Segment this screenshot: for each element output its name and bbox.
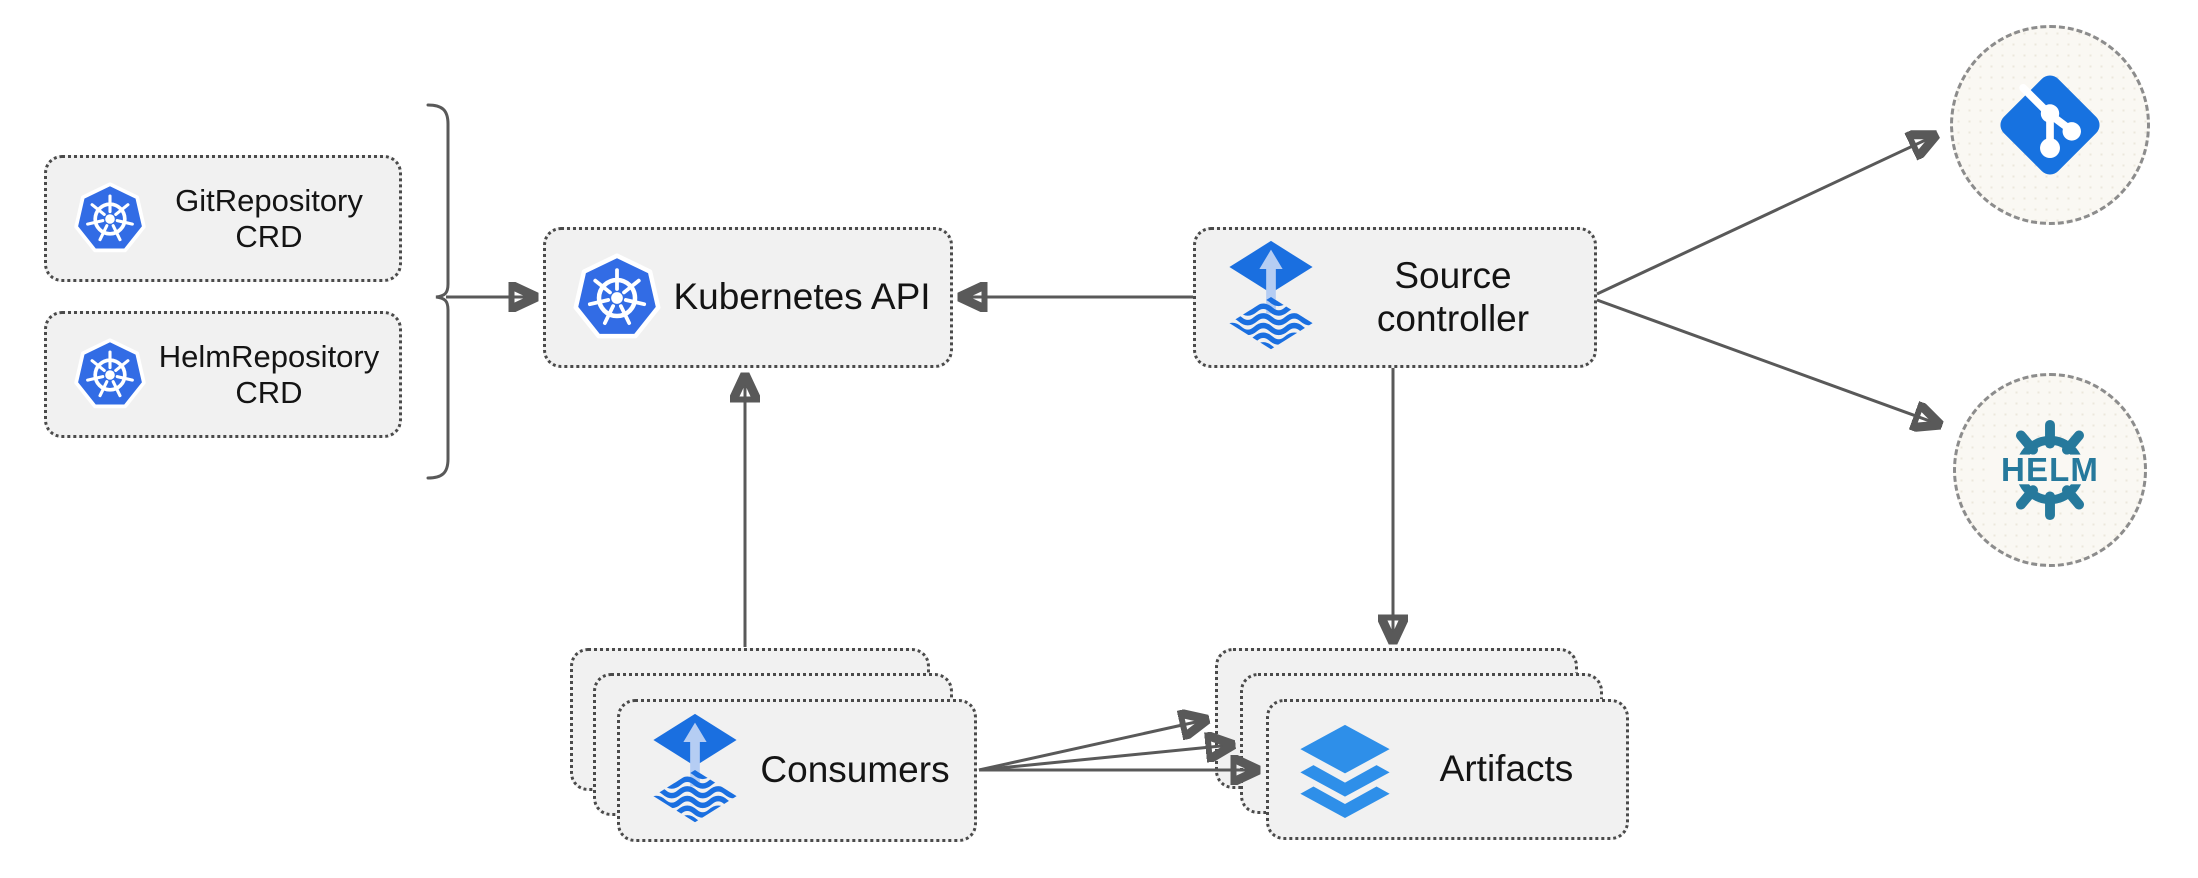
arrow-source-controller-to-git (1596, 136, 1934, 296)
node-label-artifacts: Artifacts (1405, 748, 1608, 791)
flux-icon (1229, 240, 1313, 349)
node-label-helmrepository-crd: HelmRepository CRD (157, 339, 381, 411)
flux-icon (653, 713, 737, 822)
label-line1: HelmRepository (158, 338, 380, 374)
node-kubernetes-api: Kubernetes API (543, 227, 953, 368)
node-label-kubernetes-api: Kubernetes API (672, 276, 932, 319)
node-artifacts: Artifacts (1266, 699, 1629, 840)
label-line1: Kubernetes API (673, 276, 931, 318)
node-consumers: Consumers (617, 699, 977, 842)
node-label-source-controller: Source controller (1330, 255, 1576, 341)
label-line2: controller (1376, 297, 1530, 339)
arrow-source-controller-to-helm (1596, 298, 1938, 424)
git-icon (2000, 75, 2100, 175)
endpoint-git (1950, 25, 2150, 225)
kubernetes-icon (74, 337, 146, 408)
crd-group-bracket (426, 103, 450, 480)
arrow-consumers-to-artifacts-back (978, 720, 1205, 772)
node-helmrepository-crd: HelmRepository CRD (44, 311, 402, 438)
label-line1: Consumers (760, 749, 950, 791)
kubernetes-icon (74, 181, 146, 252)
helm-logo-text: HELM (2001, 451, 2099, 488)
arrow-consumers-to-artifacts-middle (978, 745, 1231, 772)
node-gitrepository-crd: GitRepository CRD (44, 155, 402, 282)
node-source-controller: Source controller (1193, 227, 1597, 368)
label-line1: GitRepository (175, 182, 363, 218)
label-line2: CRD (235, 374, 303, 410)
helm-icon: HELM (1991, 419, 2109, 521)
endpoint-helm: HELM (1953, 373, 2147, 567)
node-label-gitrepository-crd: GitRepository CRD (157, 183, 381, 255)
label-line1: Source (1394, 254, 1512, 296)
label-line1: Artifacts (1439, 748, 1574, 790)
layers-icon (1300, 724, 1390, 818)
label-line2: CRD (235, 218, 303, 254)
kubernetes-icon (573, 252, 661, 338)
node-label-consumers: Consumers (754, 749, 956, 792)
